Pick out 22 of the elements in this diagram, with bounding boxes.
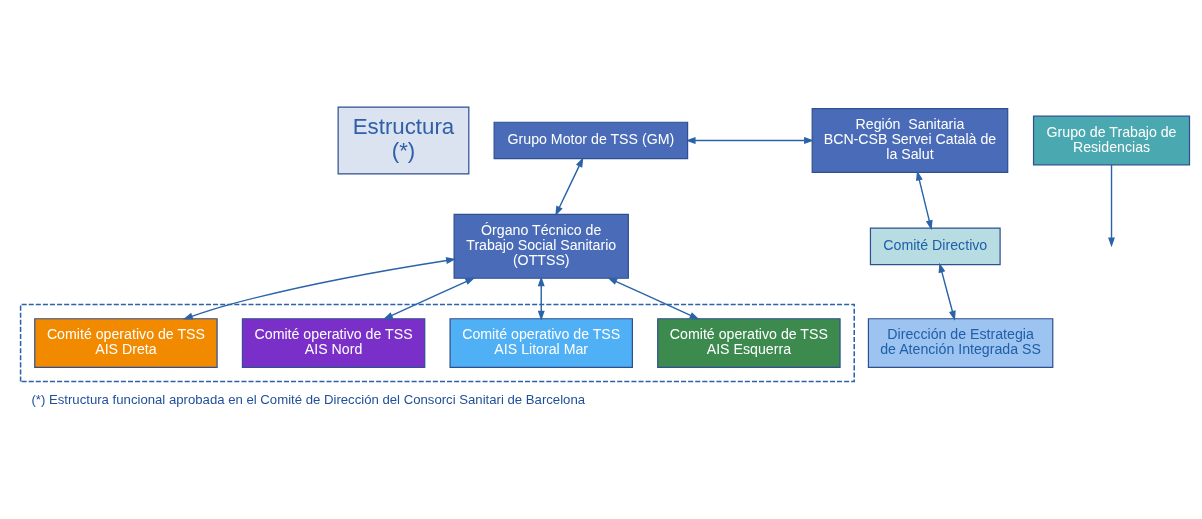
node-box: Comité operativo de TSS AIS Dreta xyxy=(34,318,218,368)
arrow xyxy=(938,262,956,321)
arrow xyxy=(182,257,457,320)
node-box: Región Sanitaria BCN-CSB Servei Català de la Salut xyxy=(811,107,1009,173)
node-box: Grupo Motor de TSS (GM) xyxy=(493,121,689,160)
arrow xyxy=(1108,164,1115,248)
arrow xyxy=(685,137,815,144)
arrow xyxy=(382,277,476,320)
arrow xyxy=(537,276,545,321)
node-box: Estructura (*) xyxy=(337,106,470,175)
caption: (*) Estructura funcional aprobada en el Comité de Dirección del Consorci Sanitari de Barcelona xyxy=(31,392,586,408)
node-box: Comité operativo de TSS AIS Esquerra xyxy=(657,318,841,368)
node-box: Comité Directivo xyxy=(869,227,1001,266)
node-box: Dirección de Estrategia de Atención Integrada SS xyxy=(867,318,1054,368)
node-box: Comité operativo de TSS AIS Nord xyxy=(241,318,426,368)
arrow xyxy=(607,277,700,320)
arrow xyxy=(555,157,584,217)
node-box: Comité operativo de TSS AIS Litoral Mar xyxy=(449,318,633,368)
node-box: Órgano Técnico de Trabajo Social Sanitario (OTTSS) xyxy=(453,213,629,279)
cluster xyxy=(19,303,855,383)
node-box: Grupo de Trabajo de Residencias xyxy=(1032,115,1191,166)
arrow xyxy=(916,170,933,231)
